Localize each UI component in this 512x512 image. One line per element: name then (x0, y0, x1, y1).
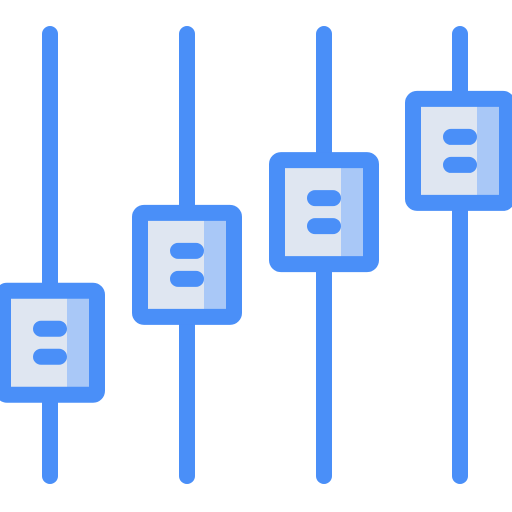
slider-knob[interactable] (132, 204, 242, 325)
slider-4[interactable] (405, 26, 512, 484)
slider-2[interactable] (132, 26, 242, 484)
slider-knob[interactable] (405, 90, 512, 211)
knob-outline (0, 282, 105, 403)
slider-3[interactable] (269, 26, 379, 484)
slider-knob[interactable] (269, 152, 379, 273)
slider-knob[interactable] (0, 282, 105, 403)
knob-outline (405, 90, 512, 211)
knob-outline (269, 152, 379, 273)
slider-1[interactable] (0, 26, 105, 484)
knob-outline (132, 204, 242, 325)
